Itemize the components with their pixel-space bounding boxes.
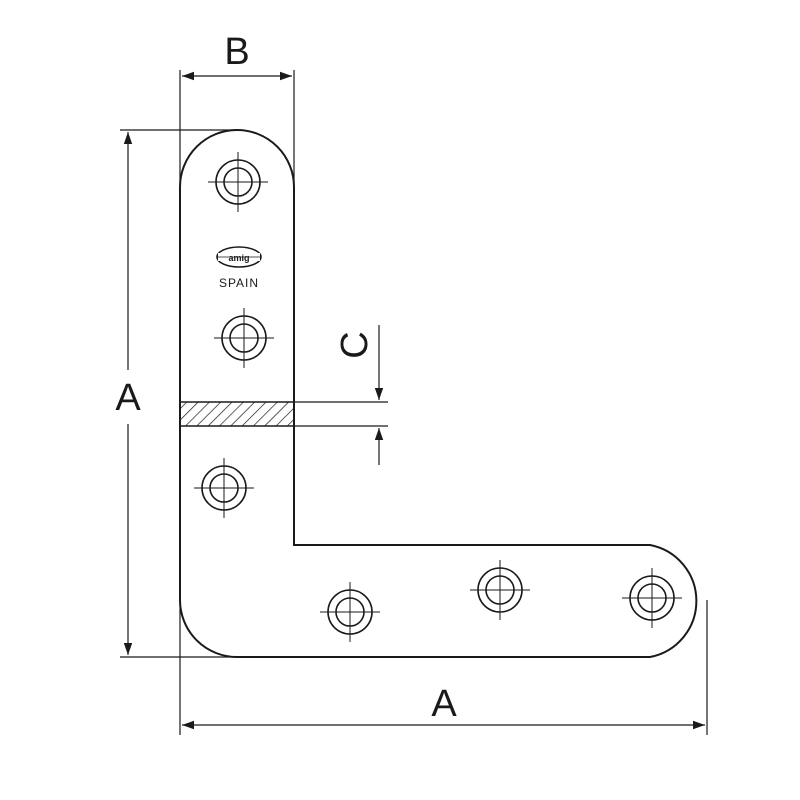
screw-hole-6 <box>622 568 682 628</box>
dimension-b-label: B <box>224 31 249 73</box>
dimension-a-vertical-label: A <box>115 377 141 419</box>
dimension-c-label: C <box>334 331 376 358</box>
dimension-c <box>294 325 388 465</box>
brand-logo-icon: amig <box>216 246 262 268</box>
screw-hole-2 <box>214 308 274 368</box>
dimension-a-horizontal-label: A <box>431 683 457 725</box>
origin-label: SPAIN <box>219 276 259 290</box>
brand-logo-text: amig <box>228 253 249 263</box>
screw-hole-1 <box>208 152 268 212</box>
bracket-outline <box>179 128 698 658</box>
dimension-a-vertical-gap <box>108 370 148 424</box>
screw-hole-3 <box>194 458 254 518</box>
dimension-b <box>179 70 295 182</box>
dimension-a-horizontal <box>179 600 708 735</box>
thickness-section <box>179 401 295 427</box>
screw-hole-4 <box>320 582 380 642</box>
screw-hole-5 <box>470 560 530 620</box>
